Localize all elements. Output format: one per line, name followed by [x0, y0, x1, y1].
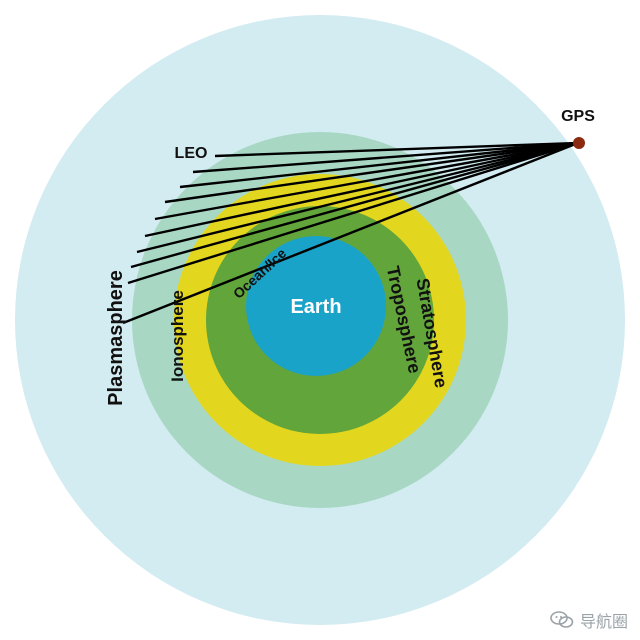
signal-ray	[164, 141, 579, 204]
wechat-icon	[550, 611, 574, 628]
leo-label: LEO	[175, 145, 208, 162]
gps-label: GPS	[561, 108, 595, 125]
gps-signal-rays	[122, 141, 579, 325]
earth-label: Earth	[290, 296, 341, 318]
signal-ray	[214, 141, 579, 158]
signal-ray	[136, 141, 579, 254]
signal-ray	[179, 141, 579, 189]
signal-ray	[192, 141, 579, 174]
ionosphere-label: Ionosphere	[168, 290, 187, 382]
plasmasphere-label: Plasmasphere	[105, 270, 127, 406]
watermark: 导航圈	[550, 608, 628, 632]
signal-ray	[130, 141, 579, 269]
gps-satellite-marker	[573, 137, 585, 149]
watermark-text: 导航圈	[579, 612, 628, 631]
signal-ray	[144, 141, 579, 238]
signal-ray	[122, 141, 579, 325]
signal-ray	[127, 141, 579, 285]
layer-earth	[246, 236, 386, 376]
signal-ray	[154, 141, 579, 221]
